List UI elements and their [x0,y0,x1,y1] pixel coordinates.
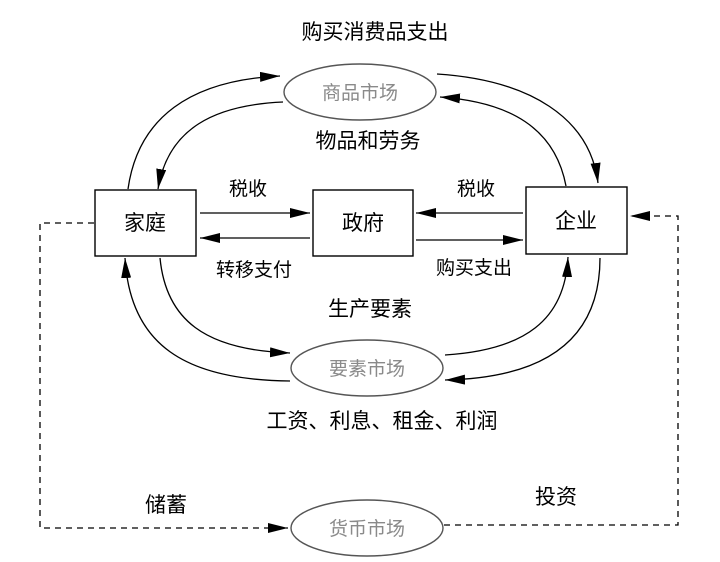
money-market-ellipse [290,499,444,557]
investment-label: 投资 [535,485,577,509]
government-purchase-label: 购买支出 [436,257,512,279]
flow-goods-market-to-firm [436,73,601,184]
flow-household-to-goods-market [127,71,281,190]
flow-firm-to-factor-market [444,257,601,385]
goods-spending-label: 购买消费品支出 [302,20,449,44]
firm-label: 企业 [555,209,597,233]
flow-factor-market-to-household [121,257,291,382]
flow-household-to-factor-market [159,257,291,358]
factor-market-ellipse [290,339,444,397]
goods-market-ellipse [283,63,437,121]
transfer-payment-label: 转移支付 [216,259,292,281]
factor-market-label: 要素市场 [329,358,405,380]
goods-services-label: 物品和劳务 [316,129,421,153]
flow-factor-market-to-firm [444,256,573,356]
household-label: 家庭 [124,211,166,235]
factor-income-label: 工资、利息、租金、利润 [267,409,498,433]
flow-goods-market-to-household [156,101,284,190]
firm-box [525,186,628,255]
money-market-label: 货币市场 [329,518,405,540]
savings-label: 储蓄 [145,493,187,517]
household-box [94,189,197,257]
government-label: 政府 [342,211,384,235]
government-box [312,189,414,257]
flow-savings [39,222,288,533]
flow-investment [444,211,679,526]
factors-of-production-label: 生产要素 [328,297,412,321]
flow-firm-to-goods-market [439,93,567,187]
tax-household-label: 税收 [229,178,267,200]
goods-market-label: 商品市场 [322,82,398,104]
tax-firm-label: 税收 [457,178,495,200]
